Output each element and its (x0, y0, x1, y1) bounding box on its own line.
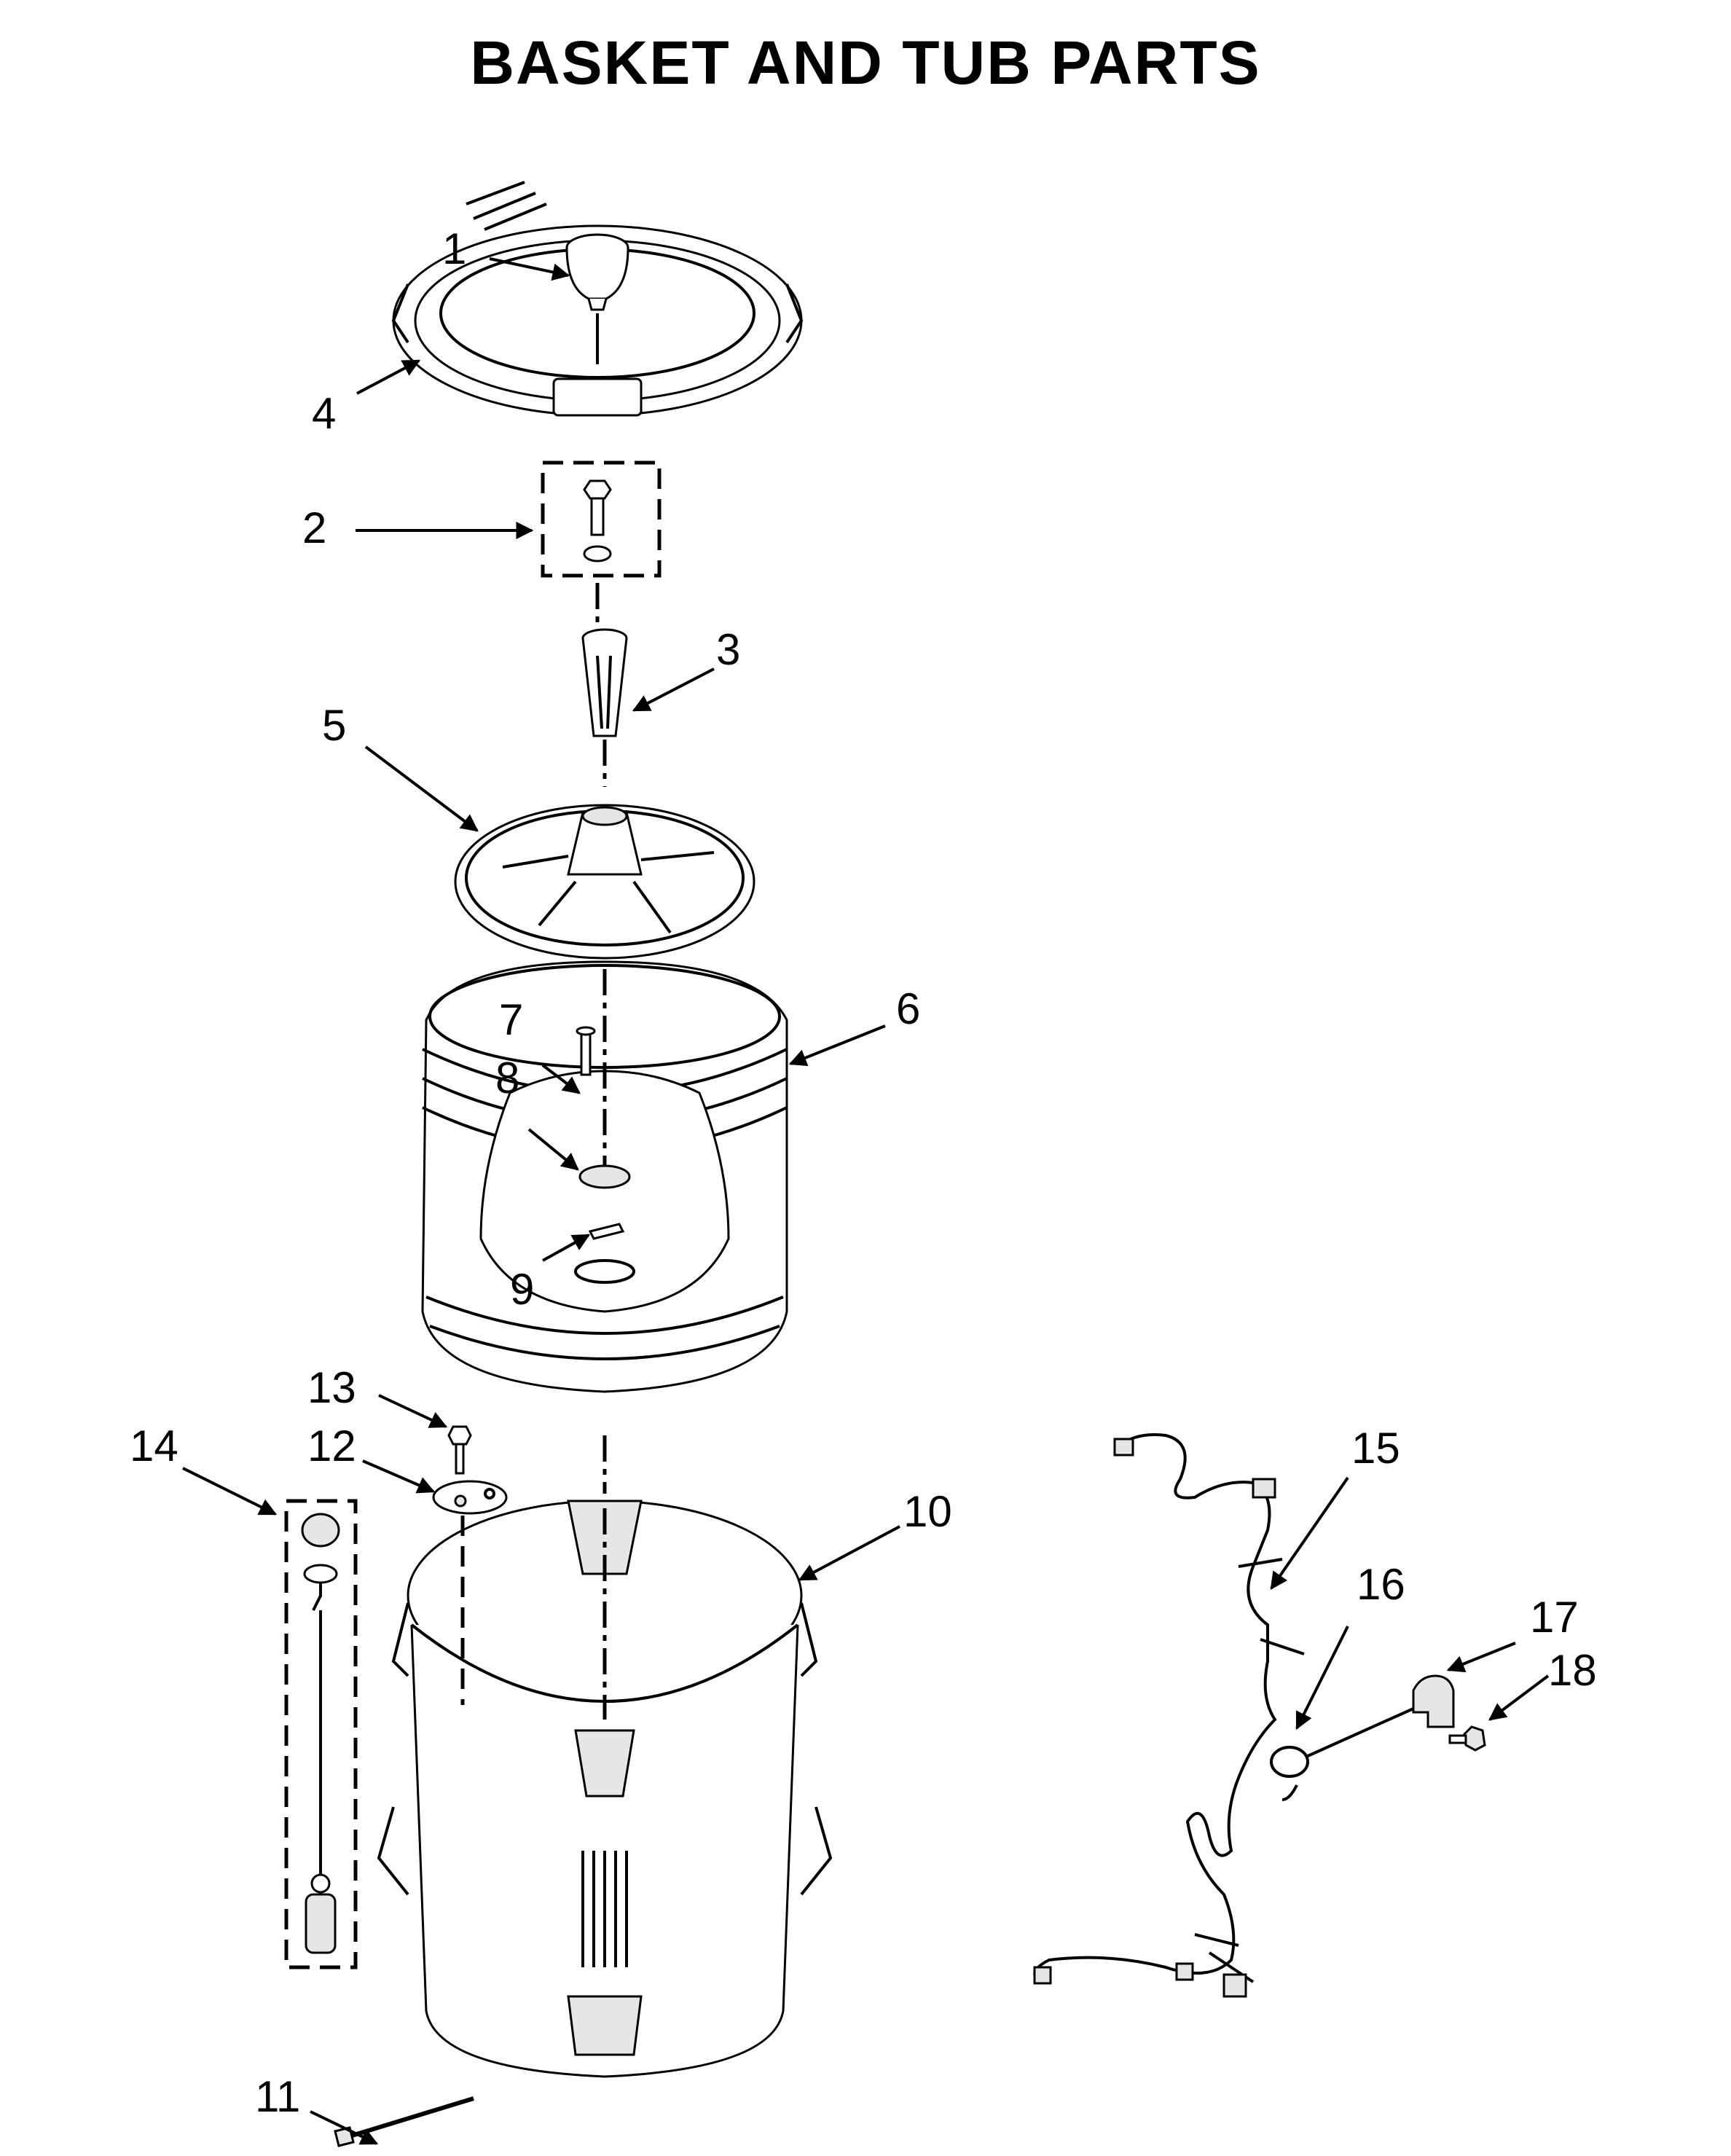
screw-part (1448, 1725, 1486, 1752)
callout-15: 15 (1351, 1424, 1400, 1473)
callout-3: 3 (716, 625, 740, 674)
impeller-part (454, 804, 755, 960)
callout-10: 10 (903, 1487, 952, 1536)
callout-14: 14 (130, 1422, 178, 1470)
callout-16: 16 (1357, 1560, 1405, 1609)
callout-6: 6 (896, 984, 920, 1033)
callout-4: 4 (312, 389, 336, 438)
vent-cap-part (432, 1480, 508, 1515)
drive-block-part (588, 1223, 625, 1240)
callout-9: 9 (510, 1265, 534, 1314)
callout-7: 7 (499, 995, 523, 1044)
callout-1: 1 (442, 224, 466, 273)
harness-clip-part (1270, 1746, 1309, 1801)
basket-screw-part (576, 1026, 596, 1076)
callout-13: 13 (307, 1363, 356, 1412)
diagram-title: BASKET AND TUB PARTS (470, 28, 1261, 97)
tub-tie-part (334, 2096, 474, 2147)
wire-harness-part (1033, 1433, 1305, 1998)
suspension-rod-kit-part (284, 1499, 358, 1969)
agitator-sleeve-part (581, 628, 628, 737)
callout-8: 8 (495, 1054, 519, 1102)
tub-part (377, 1500, 833, 2078)
callout-leaders (182, 257, 1550, 2145)
callout-11: 11 (255, 2072, 300, 2121)
hub-part (578, 1164, 631, 1189)
callout-17: 17 (1530, 1593, 1579, 1642)
callout-12: 12 (307, 1422, 356, 1470)
retainer-clip-part (1412, 1674, 1455, 1728)
callout-5: 5 (322, 701, 346, 750)
vent-cap-screw-part (447, 1425, 472, 1475)
callout-2: 2 (302, 503, 326, 552)
callout-18: 18 (1548, 1646, 1597, 1695)
basket-bolt-kit-part (541, 460, 662, 578)
